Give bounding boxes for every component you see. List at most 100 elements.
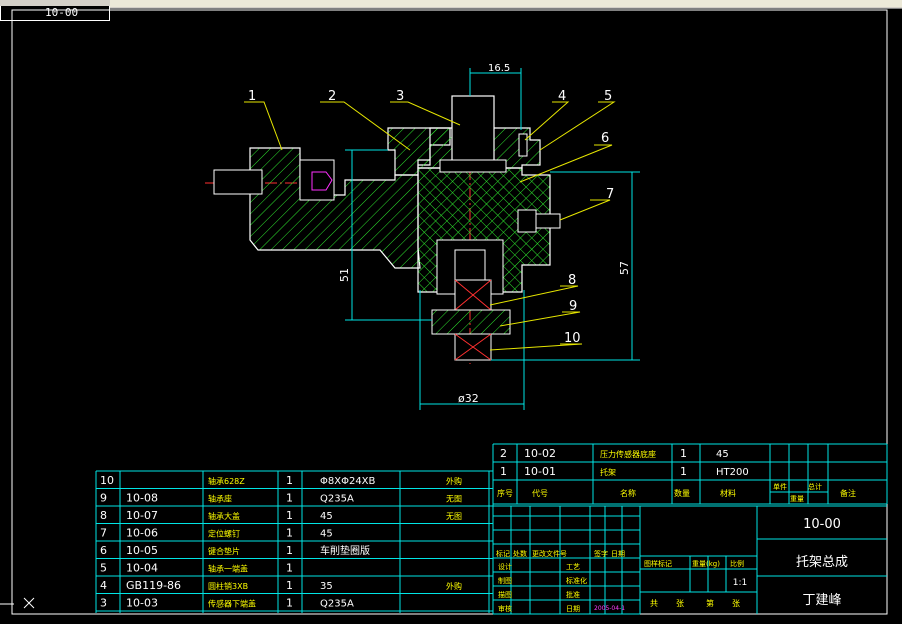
bom-head-code: 代号 — [532, 488, 548, 498]
dim-top: 16.5 — [488, 63, 510, 74]
dim-left: 51 — [338, 268, 351, 282]
callout-9: 9 — [569, 299, 577, 314]
drawing-border — [11, 9, 888, 615]
bom-head-single: 单件 — [773, 482, 787, 491]
bom-left-code: 10-08 — [126, 492, 158, 505]
bom-left-material: Q235A — [320, 494, 354, 505]
bom-left-material: 45 — [320, 511, 333, 522]
part-top-cover — [417, 95, 541, 173]
bom-head-qty: 数量 — [674, 488, 690, 498]
callout-2: 2 — [328, 89, 336, 104]
bom-left-no: 9 — [100, 492, 107, 505]
bom-left-code: 10-04 — [126, 562, 158, 575]
bom-left-no: 8 — [100, 509, 107, 522]
title-stage: 图样标记 — [644, 559, 672, 568]
callout-1: 1 — [248, 89, 256, 104]
bom-right-no: 1 — [500, 465, 507, 478]
bom-left-no: 3 — [100, 597, 107, 610]
dimension-lines — [345, 68, 640, 410]
ucs-icon — [0, 597, 35, 609]
drawing-tab-label: 10-00 — [45, 6, 79, 19]
bom-right-qty: 1 — [680, 447, 687, 460]
bom-left-note: 无图 — [446, 512, 462, 521]
bom-left-code: 10-07 — [126, 509, 158, 522]
title-author: 丁建峰 — [802, 593, 841, 608]
bom-left-code: 10-05 — [126, 544, 158, 557]
bom-left-code: GB119-86 — [126, 579, 181, 592]
title-role: 制图 — [498, 576, 512, 585]
callout-3: 3 — [396, 89, 404, 104]
bom-left-no: 4 — [100, 579, 107, 592]
bom-right-code: 10-01 — [524, 465, 556, 478]
bom-right-material: HT200 — [716, 467, 749, 478]
bom-left-material: 车削垫圈版 — [320, 544, 370, 557]
part-set-screw — [517, 209, 561, 233]
bom-right-material: 45 — [716, 449, 729, 460]
title-date: 2005-04-1 — [594, 605, 625, 612]
dim-right: 57 — [618, 261, 631, 275]
bom-left-code: 10-06 — [126, 527, 158, 540]
bom-left-no: 6 — [100, 544, 107, 557]
title-sheet: 共 — [650, 599, 658, 608]
dim-bottom: ø32 — [458, 392, 479, 405]
bom-head-no: 序号 — [497, 488, 513, 498]
callout-5: 5 — [604, 89, 612, 104]
bom-head-total: 总计 — [808, 482, 822, 491]
bom-left-name: 轴承座 — [208, 494, 232, 504]
bom-left-material: 45 — [320, 529, 333, 540]
title-sheet2: 张 — [676, 599, 684, 608]
bom-left-qty: 1 — [286, 562, 293, 575]
bom-left-name: 轴承一端盖 — [208, 564, 248, 574]
bom-head-note: 备注 — [840, 488, 856, 498]
title-rev-head: 签字 — [594, 549, 608, 558]
title-drawing-no: 10-00 — [803, 517, 841, 532]
bom-left-name: 圆柱销3XB — [208, 581, 248, 591]
bom-left-qty: 1 — [286, 544, 293, 557]
bom-left-note: 无图 — [446, 495, 462, 504]
bom-left-name: 传感器下端盖 — [208, 599, 256, 609]
bom-left-qty: 1 — [286, 597, 293, 610]
callout-4: 4 — [558, 89, 566, 104]
bom-left-qty: 1 — [286, 509, 293, 522]
bom-left-note: 外购 — [446, 476, 462, 486]
menu-bar — [0, 0, 902, 9]
bom-left-name: 轴承大盖 — [208, 511, 240, 521]
bom-right-qty: 1 — [680, 465, 687, 478]
part-left-screw — [213, 159, 335, 201]
bom-head-material: 材料 — [720, 488, 736, 498]
callout-labels: 1 2 3 4 5 6 7 8 9 10 — [248, 89, 614, 346]
bom-left-no: 7 — [100, 527, 107, 540]
part-bearing-stack — [431, 279, 511, 361]
toolbar-strip — [110, 0, 902, 7]
callout-7: 7 — [606, 187, 614, 202]
title-role: 审核 — [498, 604, 512, 613]
bom-right-name: 压力传感器底座 — [600, 449, 656, 459]
title-weight: 重量(kg) — [692, 560, 720, 568]
title-rev-head: 日期 — [611, 550, 625, 558]
title-scale: 1:1 — [733, 578, 747, 588]
callout-10: 10 — [564, 331, 581, 346]
bom-left-note: 外购 — [446, 581, 462, 591]
bom-right-code: 10-02 — [524, 447, 556, 460]
title-rev-head: 更改文件号 — [532, 549, 567, 558]
title-ratio: 比例 — [730, 559, 744, 568]
title-role: 设计 — [498, 562, 512, 571]
bom-left-qty: 1 — [286, 474, 293, 487]
title-name: 托架总成 — [796, 555, 848, 570]
leader-lines — [244, 101, 616, 351]
bom-left-material: Q235A — [320, 599, 354, 610]
bom-left-no: 10 — [100, 474, 114, 487]
bom-head-name: 名称 — [620, 488, 636, 498]
bom-head-weight: 重量 — [790, 495, 804, 503]
bom-right-no: 2 — [500, 447, 507, 460]
bom-left-code: 10-03 — [126, 597, 158, 610]
bom-left-material: Φ8XΦ24XB — [320, 476, 376, 487]
part-core — [417, 167, 551, 295]
bom-left-no: 5 — [100, 562, 107, 575]
callout-8: 8 — [568, 273, 576, 288]
bom-left-name: 定位螺钉 — [208, 529, 240, 539]
title-role2: 工艺 — [566, 563, 580, 571]
